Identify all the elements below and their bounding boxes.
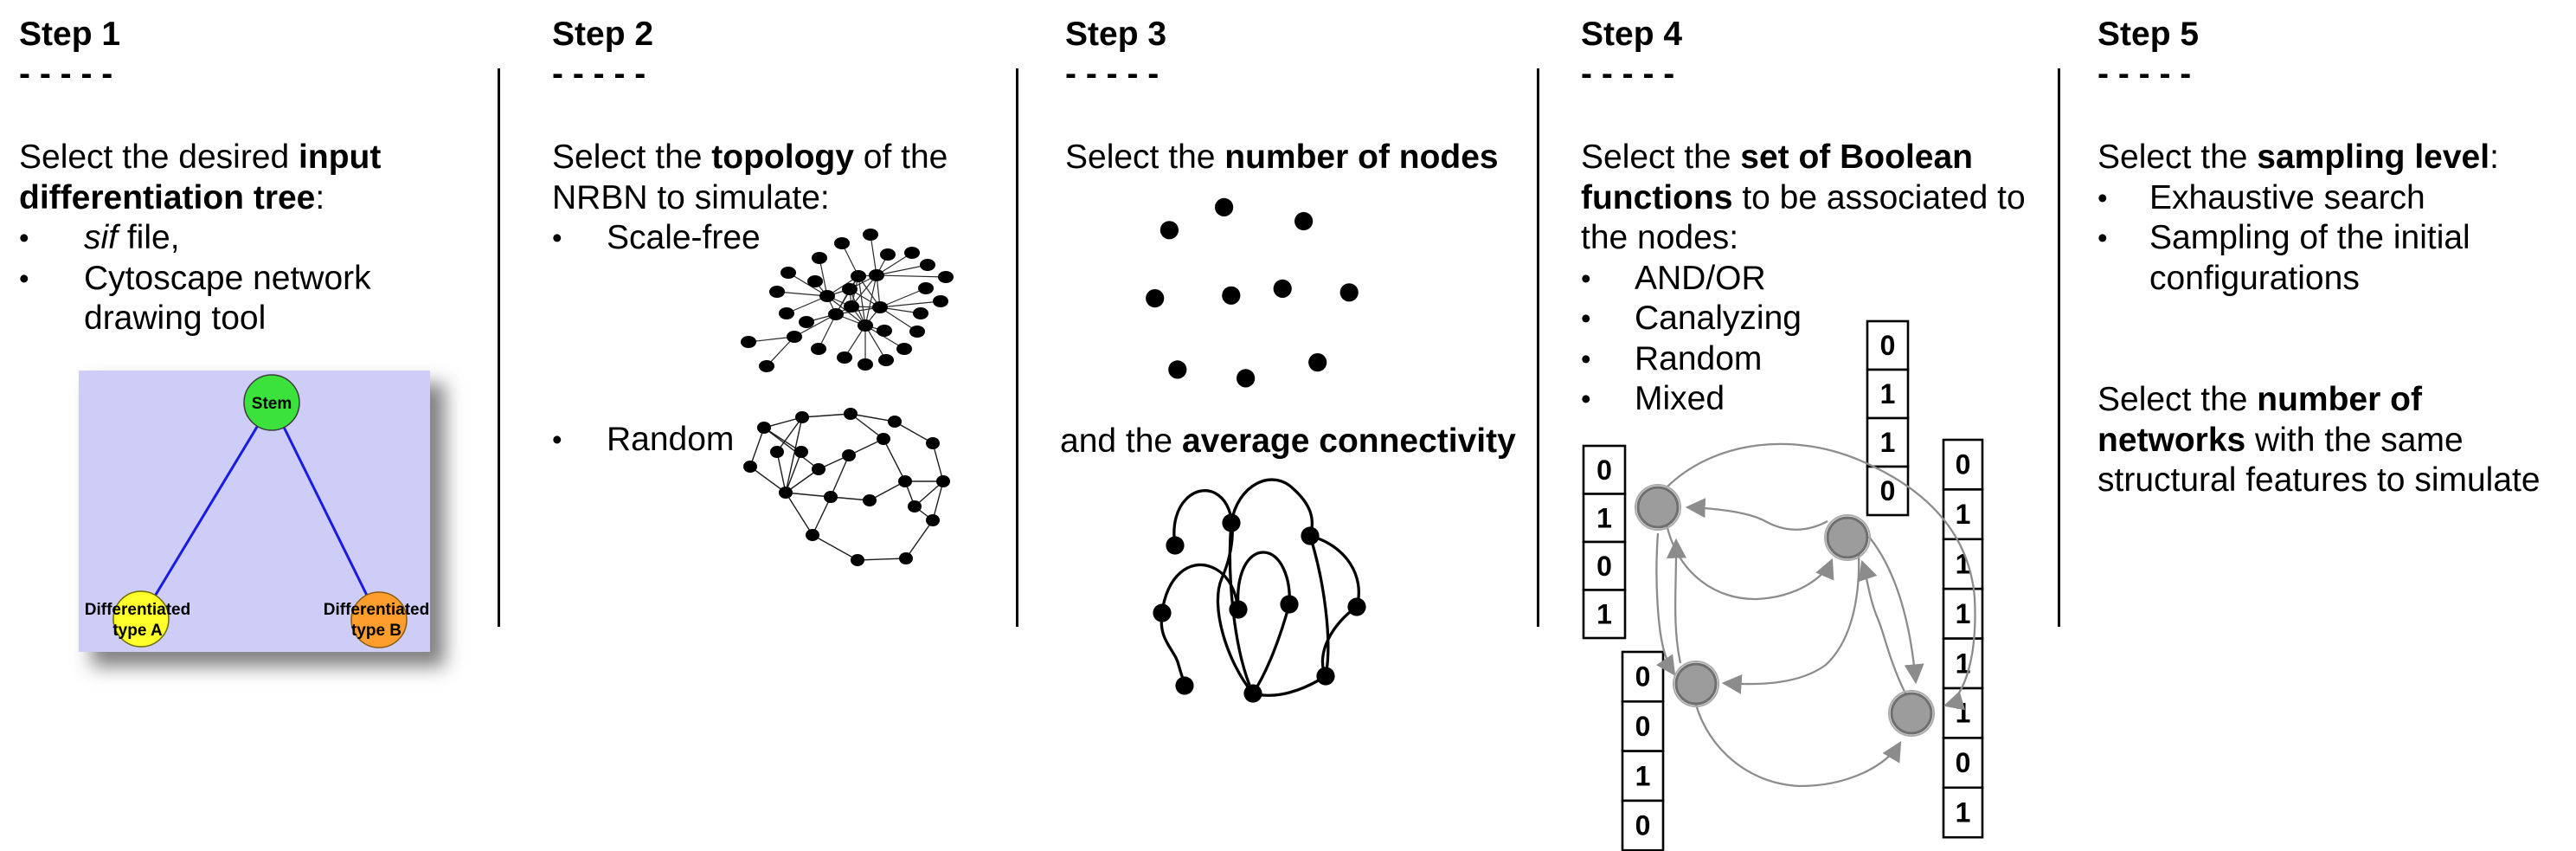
svg-text:1: 1 bbox=[1596, 502, 1612, 533]
svg-text:0: 0 bbox=[1956, 449, 1971, 480]
svg-text:0: 0 bbox=[1635, 661, 1651, 693]
svg-text:1: 1 bbox=[1956, 698, 1971, 729]
svg-text:1: 1 bbox=[1596, 598, 1612, 629]
svg-text:1: 1 bbox=[1956, 598, 1971, 629]
svg-text:0: 0 bbox=[1880, 330, 1896, 361]
svg-text:Differentiated: Differentiated bbox=[85, 601, 190, 619]
svg-text:Stem: Stem bbox=[252, 395, 292, 413]
svg-text:1: 1 bbox=[1956, 648, 1971, 679]
svg-text:1: 1 bbox=[1956, 549, 1971, 580]
svg-text:0: 0 bbox=[1956, 747, 1971, 778]
svg-text:1: 1 bbox=[1956, 797, 1971, 828]
svg-text:0: 0 bbox=[1880, 475, 1896, 506]
svg-text:Differentiated: Differentiated bbox=[324, 601, 429, 619]
svg-text:0: 0 bbox=[1635, 810, 1651, 841]
svg-text:type B: type B bbox=[351, 622, 401, 640]
svg-text:1: 1 bbox=[1956, 499, 1971, 530]
svg-text:0: 0 bbox=[1635, 711, 1651, 742]
svg-text:0: 0 bbox=[1596, 551, 1612, 582]
svg-text:0: 0 bbox=[1596, 455, 1612, 486]
svg-text:1: 1 bbox=[1880, 427, 1896, 458]
svg-text:1: 1 bbox=[1635, 760, 1651, 791]
svg-text:1: 1 bbox=[1880, 378, 1896, 409]
svg-text:type A: type A bbox=[112, 622, 163, 640]
